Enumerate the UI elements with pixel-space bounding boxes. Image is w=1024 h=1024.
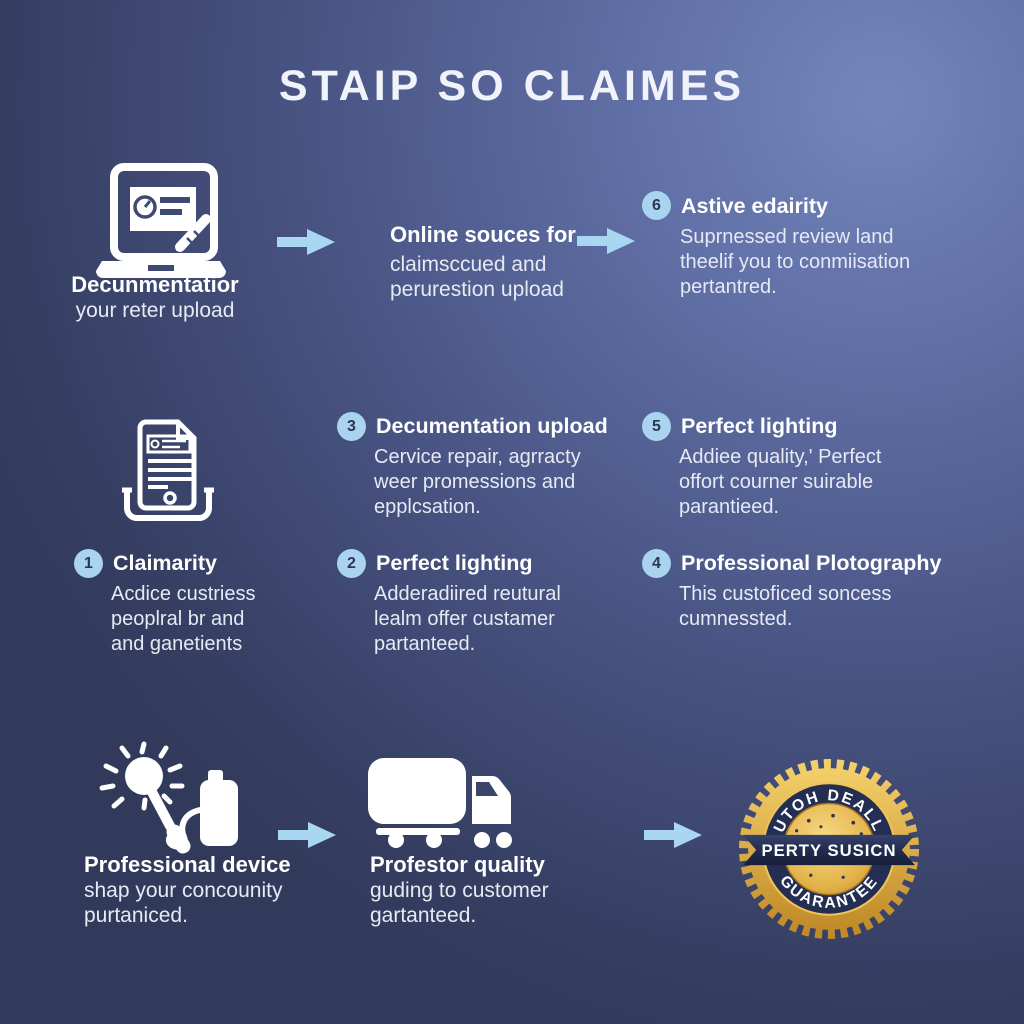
delivery-truck-icon [366,752,512,848]
step-body: This custoficed soncess cumnessted. [679,582,891,632]
step-number-badge: 5 [642,412,671,441]
step-number-badge: 1 [74,549,103,578]
step-line: Adderadiired reutural [374,583,561,605]
badge-ribbon-text: PERTY SUSICN [761,841,896,860]
step-line: Addiee quality,' Perfect [679,446,882,468]
step-line: epplcsation. [374,496,481,518]
step-line: perurestion upload [390,278,564,301]
step-online-sources: Online souces for claimsccued and perure… [390,222,576,302]
device-caption-line: purtaniced. [84,904,188,927]
step-body: Cervice repair, agrracty weer promession… [374,445,581,520]
step-body: Adderadiired reutural lealm offer custam… [374,582,561,657]
step-number-badge: 2 [337,549,366,578]
step-title: Astive edairity [681,194,828,218]
document-upload-icon [108,414,228,534]
truck-caption-line: guding to customer [370,879,549,902]
step-line: theelif you to conmiisation [680,251,911,273]
step-body: Suprnessed review land theelif you to co… [680,225,910,300]
laptop-claim-form-icon [90,163,232,297]
step-number-badge: 4 [642,549,671,578]
step-title: Professional Plotography [681,551,942,575]
step-number: 4 [652,554,661,572]
page-title: STAIP SO CLAIMES [278,62,746,110]
laptop-caption-subtitle: your reter upload [75,299,235,322]
step-title: Claimarity [113,551,217,575]
step-line: pertantred. [680,276,777,298]
step-line: parantieed. [679,496,780,518]
step-line: Suprnessed review land [680,226,894,248]
step-line: offort courner suirable [679,471,874,493]
guarantee-badge: UTOH DEALL GUARANTEE PERTY SUSICN [738,758,920,940]
step-number: 5 [652,417,661,435]
arrow-right-icon [643,820,703,850]
truck-caption-line: gartanteed. [370,904,477,927]
truck-caption-title: Profestor quality [370,852,545,877]
step-number: 1 [84,554,93,572]
laptop-caption-title: Decunmentatior [71,272,239,297]
step-title: Online souces for [390,222,576,247]
step-line: and ganetients [111,633,243,655]
device-caption: Professional device shap your concounity… [84,852,291,928]
step-line: peoplral br and [111,608,245,630]
device-caption-line: shap your concounity [84,879,283,902]
truck-caption: Profestor quality guding to customer gar… [370,852,549,928]
step-title: Perfect lighting [681,414,838,438]
arrow-right-icon [276,227,336,257]
step-line: cumnessted. [679,608,793,630]
step-number: 3 [347,417,356,435]
laptop-caption: Decunmentatior your reter upload [40,272,270,323]
step-line: weer promessions and [374,471,576,493]
step-line: This custoficed soncess [679,583,892,605]
step-line: partanteed. [374,633,476,655]
badge-ribbon [743,834,915,866]
step-body: Addiee quality,' Perfect offort courner … [679,445,881,520]
step-line: Cervice repair, agrracty [374,446,581,468]
step-title: Perfect lighting [376,551,533,575]
step-number: 6 [652,196,661,214]
device-caption-title: Professional device [84,852,291,877]
step-body: Acdice custriess peoplral br and and gan… [111,582,256,657]
step-line: Acdice custriess [111,583,256,605]
arrow-right-icon [277,820,337,850]
step-line: claimsccued and [390,253,547,276]
cleaning-equipment-icon [82,736,242,854]
arrow-right-icon [576,226,636,256]
step-title: Decumentation upload [376,414,608,438]
step-number: 2 [347,554,356,572]
step-number-badge: 6 [642,191,671,220]
step-number-badge: 3 [337,412,366,441]
step-line: lealm offer custamer [374,608,555,630]
